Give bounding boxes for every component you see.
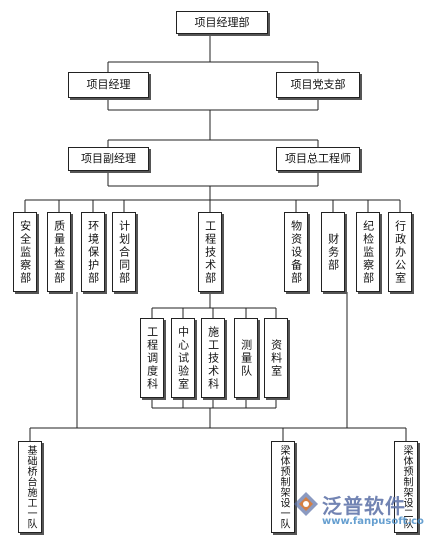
- node-label: 资料室: [269, 338, 283, 378]
- node-sub-construction-tech: 施工技术科: [201, 318, 225, 398]
- node-label: 梁体预制架设二队: [401, 445, 412, 529]
- node-label: 工程调度科: [145, 325, 159, 391]
- node-dept-admin-office: 行政办公室: [388, 212, 412, 292]
- watermark-url: www.fanpusoft.com: [322, 516, 424, 527]
- fanpu-logo-icon: [294, 492, 318, 516]
- node-label: 质量检查部: [52, 219, 66, 285]
- node-dept-materials: 物资设备部: [284, 212, 308, 292]
- node-label: 测量队: [239, 338, 253, 378]
- node-dept-discipline: 纪检监察部: [356, 212, 380, 292]
- node-deputy-manager: 项目副经理: [68, 147, 149, 171]
- node-project-manager: 项目经理: [68, 72, 149, 98]
- node-label: 物资设备部: [289, 219, 303, 285]
- node-label: 工程技术部: [203, 219, 217, 285]
- node-dept-engineering: 工程技术部: [198, 212, 222, 292]
- node-team-foundation-1: 基础桥台施工一队: [18, 441, 42, 533]
- node-label: 中心试验室: [176, 325, 190, 391]
- node-label: 财务部: [326, 232, 340, 272]
- node-dept-environment: 环境保护部: [81, 212, 105, 292]
- node-label: 行政办公室: [393, 219, 407, 285]
- node-label: 安全监察部: [18, 219, 32, 285]
- node-dept-safety: 安全监察部: [13, 212, 37, 292]
- node-team-girder-1: 梁体预制架设一队: [271, 441, 295, 533]
- node-sub-records-room: 资料室: [264, 318, 288, 398]
- node-team-girder-2: 梁体预制架设二队: [394, 441, 418, 533]
- node-sub-dispatch: 工程调度科: [140, 318, 164, 398]
- watermark: 泛普软件 www.fanpusoft.com: [292, 488, 424, 532]
- node-label: 项目经理: [86, 78, 131, 92]
- node-sub-central-lab: 中心试验室: [171, 318, 195, 398]
- node-label: 项目副经理: [81, 152, 136, 166]
- node-label: 施工技术科: [206, 325, 220, 391]
- node-dept-finance: 财务部: [321, 212, 345, 292]
- node-label: 项目经理部: [194, 15, 250, 29]
- node-dept-planning: 计划合同部: [112, 212, 136, 292]
- node-project-management-dept: 项目经理部: [176, 11, 268, 34]
- node-label: 项目总工程师: [285, 152, 351, 166]
- node-label: 环境保护部: [86, 219, 100, 285]
- node-sub-survey-team: 测量队: [234, 318, 258, 398]
- node-party-branch: 项目党支部: [276, 72, 360, 98]
- node-label: 计划合同部: [117, 219, 131, 285]
- node-label: 项目党支部: [290, 78, 346, 92]
- watermark-name: 泛普软件: [322, 494, 406, 518]
- node-label: 纪检监察部: [361, 219, 375, 285]
- node-label: 梁体预制架设一队: [278, 445, 289, 529]
- node-label: 基础桥台施工一队: [25, 445, 36, 529]
- node-dept-quality: 质量检查部: [47, 212, 71, 292]
- node-chief-engineer: 项目总工程师: [276, 147, 360, 171]
